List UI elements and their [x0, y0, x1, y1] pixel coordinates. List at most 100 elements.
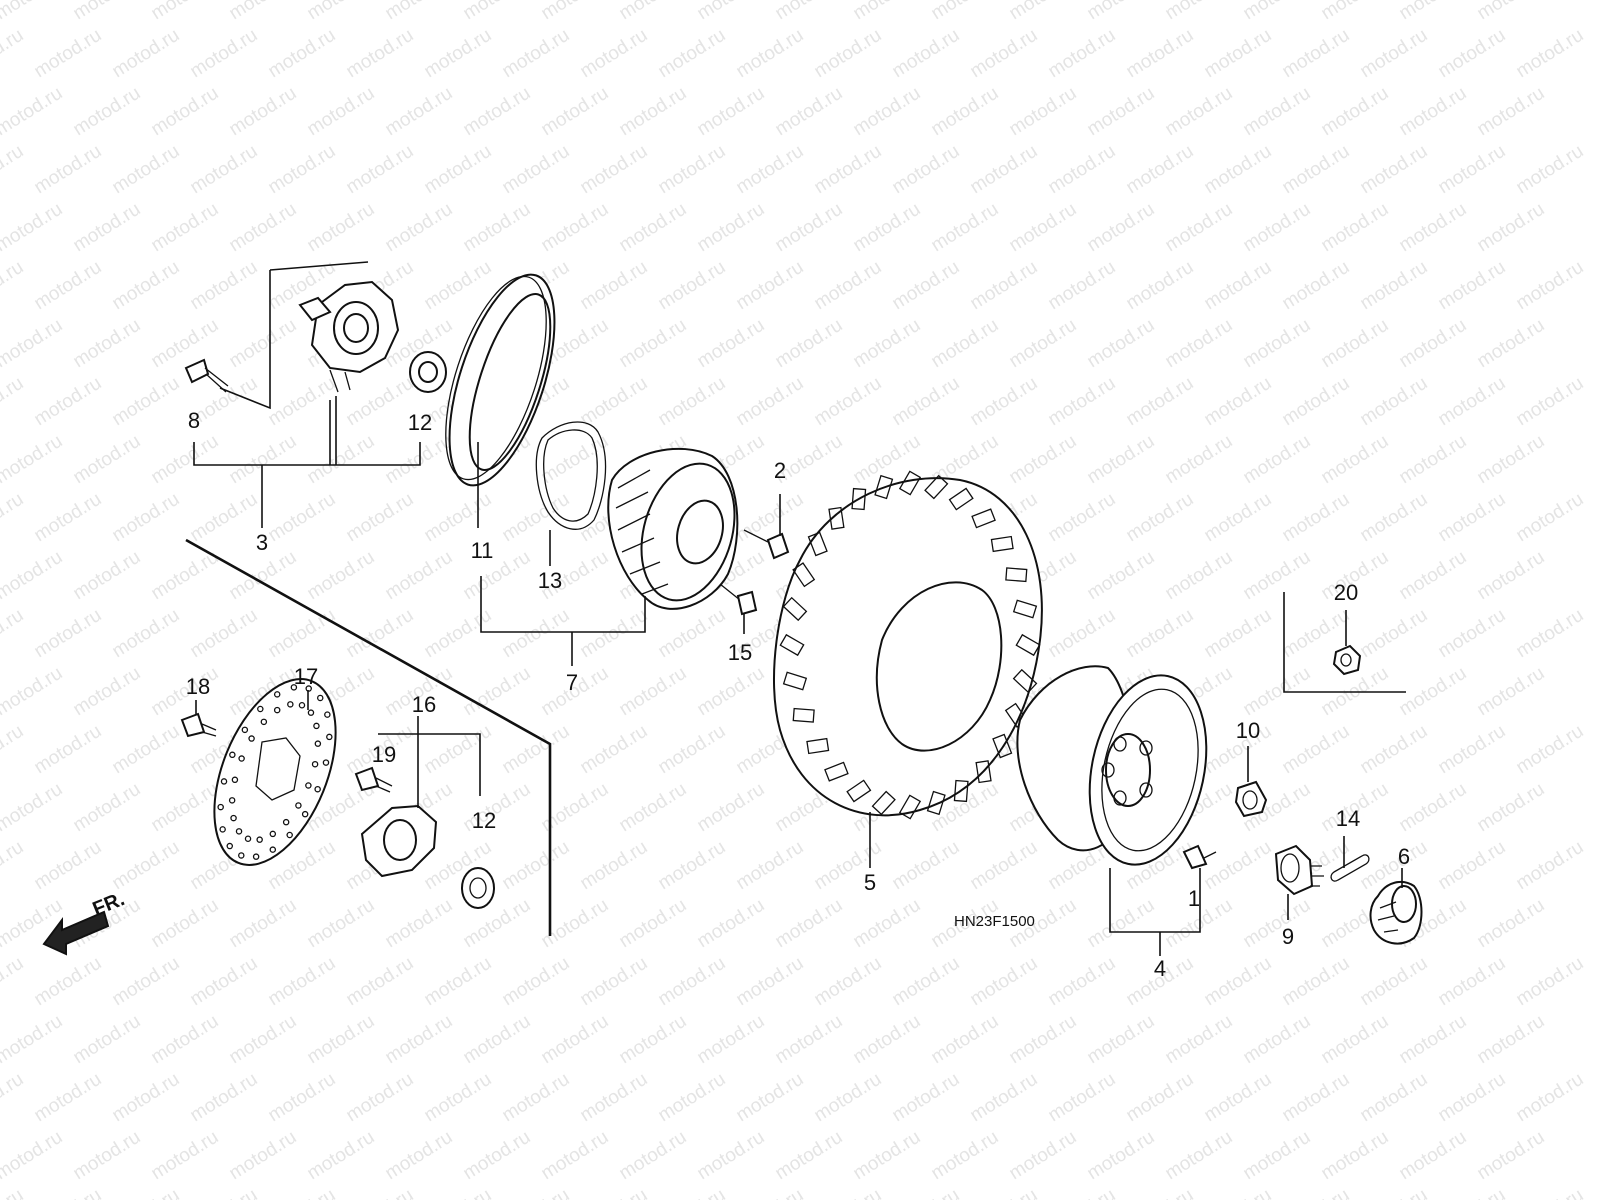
nut-20-box[interactable] [1283, 592, 1406, 693]
watermark-text: motod.ru [31, 605, 106, 663]
watermark-text: motod.ru [1123, 141, 1198, 199]
brake-drum-assembly[interactable] [425, 262, 749, 666]
watermark-text: motod.ru [265, 605, 340, 663]
disc-hole [235, 828, 243, 835]
watermark-text: motod.ru [616, 779, 691, 837]
watermark-text: motod.ru [0, 373, 27, 431]
watermark-text: motod.ru [1201, 605, 1276, 663]
callout-3[interactable]: 3 [256, 530, 268, 555]
callout-5[interactable]: 5 [864, 870, 876, 895]
watermark-text: motod.ru [1396, 315, 1471, 373]
watermark-text: motod.ru [616, 315, 691, 373]
tread-block [792, 707, 815, 723]
watermark-text: motod.ru [655, 25, 730, 83]
watermark-text: motod.ru [1123, 489, 1198, 547]
watermark-text: motod.ru [304, 547, 379, 605]
callout-14[interactable]: 14 [1336, 806, 1360, 831]
watermark-text: motod.ru [148, 431, 223, 489]
watermark-text: motod.ru [382, 895, 457, 953]
watermark-text: motod.ru [1513, 489, 1588, 547]
watermark-text: motod.ru [0, 257, 27, 315]
watermark-text: motod.ru [577, 1185, 652, 1200]
watermark-text: motod.ru [265, 141, 340, 199]
callout-13[interactable]: 13 [538, 568, 562, 593]
watermark-text: motod.ru [265, 25, 340, 83]
callout-1[interactable]: 1 [1188, 886, 1200, 911]
disc-hole [256, 836, 263, 843]
callout-16[interactable]: 16 [412, 692, 436, 717]
tread-block [953, 779, 969, 803]
watermark-text: motod.ru [187, 489, 262, 547]
watermark-text: motod.ru [928, 199, 1003, 257]
watermark-text: motod.ru [109, 605, 184, 663]
callout-20[interactable]: 20 [1334, 580, 1358, 605]
callout-18[interactable]: 18 [186, 674, 210, 699]
watermark-text: motod.ru [31, 721, 106, 779]
disc-hole [229, 751, 236, 759]
disc-hole [230, 814, 237, 822]
tire[interactable] [772, 470, 1043, 868]
castle-nut-9[interactable] [1274, 844, 1324, 920]
watermark-text: motod.ru [1045, 953, 1120, 1011]
watermark-text: motod.ru [1162, 431, 1237, 489]
callout-12a[interactable]: 12 [408, 410, 432, 435]
watermark-text: motod.ru [1435, 605, 1510, 663]
callout-6[interactable]: 6 [1398, 844, 1410, 869]
watermark-text: motod.ru [499, 605, 574, 663]
watermark-text: motod.ru [694, 315, 769, 373]
watermark-text: motod.ru [733, 25, 808, 83]
watermark-text: motod.ru [1318, 1127, 1393, 1185]
bolt-2[interactable] [743, 494, 790, 560]
watermark-text: motod.ru [1474, 547, 1549, 605]
watermark-text: motod.ru [1279, 373, 1354, 431]
watermark-text: motod.ru [1279, 25, 1354, 83]
watermark-text: motod.ru [187, 1069, 262, 1127]
watermark-text: motod.ru [0, 199, 66, 257]
watermark-text: motod.ru [109, 257, 184, 315]
bolt-15[interactable] [719, 583, 758, 634]
watermark-text: motod.ru [499, 837, 574, 895]
callout-2[interactable]: 2 [774, 458, 786, 483]
cap-6[interactable] [1369, 868, 1423, 945]
watermark-text: motod.ru [694, 779, 769, 837]
watermark-text: motod.ru [1201, 25, 1276, 83]
sprocket-hub-16[interactable] [360, 716, 481, 878]
disc-hole [305, 782, 312, 789]
bearing-12[interactable] [461, 867, 495, 909]
callout-8[interactable]: 8 [188, 408, 200, 433]
wheel-assembly[interactable] [1016, 664, 1222, 956]
callout-7[interactable]: 7 [566, 670, 578, 695]
tread-block [1005, 567, 1028, 583]
callout-15[interactable]: 15 [728, 640, 752, 665]
watermark-text: motod.ru [265, 489, 340, 547]
watermark-text: motod.ru [148, 199, 223, 257]
callout-12b[interactable]: 12 [472, 808, 496, 833]
watermark-text: motod.ru [772, 895, 847, 953]
watermark-text: motod.ru [226, 895, 301, 953]
watermark-text: motod.ru [0, 0, 66, 24]
watermark-text: motod.ru [343, 1069, 418, 1127]
watermark-text: motod.ru [577, 141, 652, 199]
callout-4[interactable]: 4 [1154, 956, 1166, 981]
watermark-text: motod.ru [109, 1069, 184, 1127]
watermark-text: motod.ru [31, 1069, 106, 1127]
watermark-text: motod.ru [733, 257, 808, 315]
watermark-text: motod.ru [226, 315, 301, 373]
bolt-19[interactable] [354, 766, 393, 793]
callout-17[interactable]: 17 [294, 664, 318, 689]
watermark-text: motod.ru [1084, 0, 1159, 24]
nut-10[interactable] [1234, 746, 1268, 818]
hub-assembly[interactable] [184, 261, 447, 528]
bolt-18[interactable] [180, 700, 217, 738]
watermark-text: motod.ru [850, 83, 925, 141]
watermark-text: motod.ru [772, 83, 847, 141]
callout-9[interactable]: 9 [1282, 924, 1294, 949]
disc-hole [257, 705, 264, 713]
cotter-pin-14[interactable] [1330, 836, 1370, 882]
callout-10[interactable]: 10 [1236, 718, 1260, 743]
callout-19[interactable]: 19 [372, 742, 396, 767]
brake-disc[interactable] [190, 662, 360, 883]
disc-hole [273, 691, 281, 698]
watermark-text: motod.ru [1474, 0, 1549, 24]
callout-11[interactable]: 11 [471, 538, 494, 563]
